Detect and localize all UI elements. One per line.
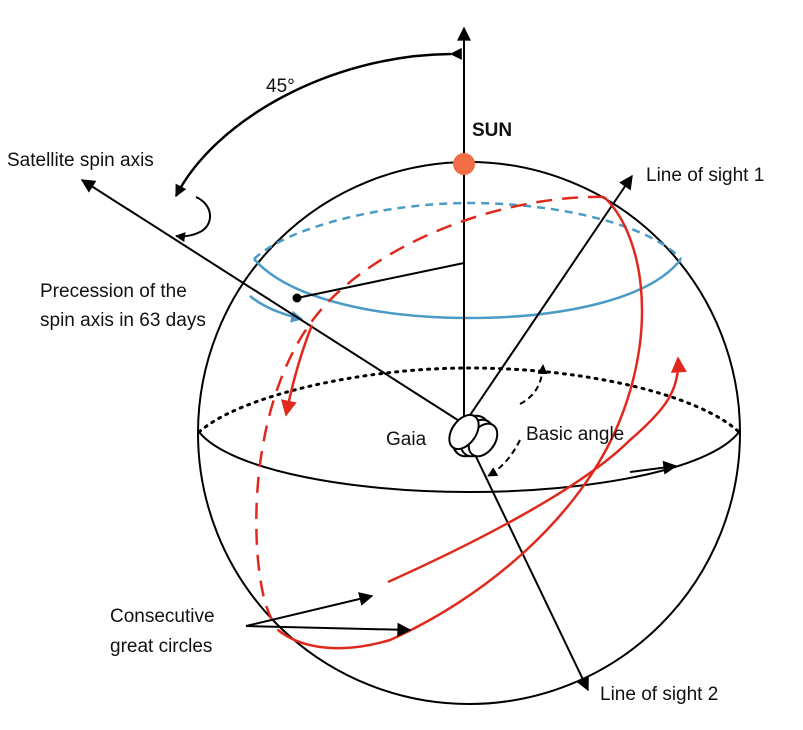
satellite-spin-axis-label: Satellite spin axis xyxy=(7,150,154,171)
precession-label-line-1: Precession of the xyxy=(40,281,187,302)
great-circles-callout-arrow-1 xyxy=(245,592,374,627)
line-of-sight-1-line xyxy=(463,174,633,425)
great-circles-callout-arrow-2 xyxy=(245,622,412,637)
precession-circle-back xyxy=(253,201,682,260)
great-circle-1-solid xyxy=(277,196,644,650)
basic-angle-arc-lower xyxy=(487,439,521,477)
angle-45-label: 45° xyxy=(266,76,295,97)
spin-axis-intersection-dot xyxy=(292,293,302,303)
precession-circle-front xyxy=(253,258,682,320)
equator-direction-arrow xyxy=(629,460,678,475)
spin-rotation-indicator xyxy=(175,196,211,243)
great-circle-1-direction-arrow xyxy=(280,324,314,417)
sun-label: SUN xyxy=(472,120,512,141)
great-circle-1-dashed xyxy=(255,195,605,631)
line-of-sight-2-line xyxy=(467,439,589,692)
consecutive-great-circles-label-line-1: Consecutive xyxy=(110,606,215,627)
satellite-spin-axis-line xyxy=(80,179,465,425)
great-circle-2-solid xyxy=(387,356,687,584)
basic-angle-arc-upper xyxy=(519,364,548,405)
precession-label-line-2: spin axis in 63 days xyxy=(40,310,206,331)
consecutive-great-circles-label-line-2: great circles xyxy=(110,636,212,657)
equator-front xyxy=(198,431,740,494)
equator-back-dotted xyxy=(197,366,741,434)
sun-marker xyxy=(453,153,475,175)
line-of-sight-2-label: Line of sight 2 xyxy=(600,684,718,705)
angle-45-arc xyxy=(174,47,462,198)
gaia-satellite-icon xyxy=(448,413,499,458)
basic-angle-label: Basic angle xyxy=(526,424,624,445)
spin-axis-precession-radius xyxy=(296,262,465,299)
gaia-label: Gaia xyxy=(386,429,427,450)
line-of-sight-1-label: Line of sight 1 xyxy=(646,165,764,186)
